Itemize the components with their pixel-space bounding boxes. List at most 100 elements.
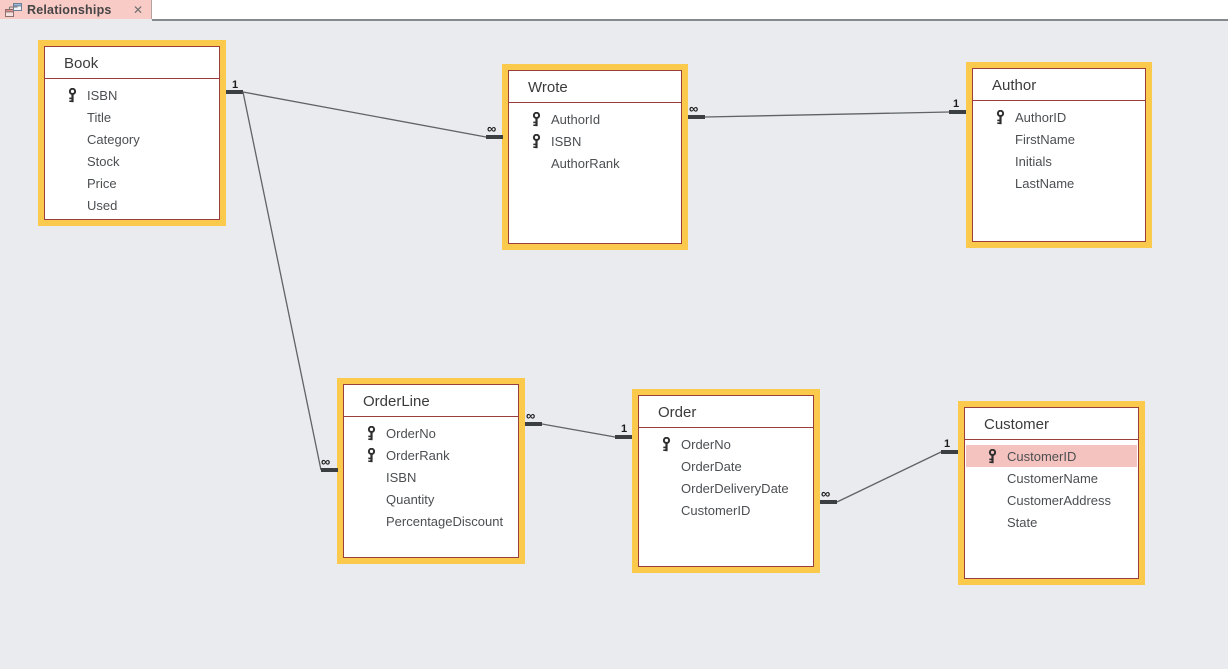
key-icon-spacer	[660, 481, 672, 496]
key-icon-spacer	[66, 132, 78, 147]
field-row-percentagediscount[interactable]: PercentageDiscount	[344, 510, 518, 532]
field-label: Stock	[87, 153, 120, 169]
field-label: Title	[87, 109, 112, 125]
field-row-quantity[interactable]: Quantity	[344, 488, 518, 510]
field-label: ISBN	[386, 469, 417, 485]
field-label: AuthorRank	[551, 155, 620, 171]
field-row-orderno[interactable]: OrderNo	[344, 422, 518, 444]
primary-key-icon	[66, 87, 78, 103]
field-row-orderno[interactable]: OrderNo	[639, 433, 813, 455]
field-row-customeraddress[interactable]: CustomerAddress	[965, 489, 1138, 511]
key-icon-spacer	[66, 154, 78, 169]
field-label: Quantity	[386, 491, 435, 507]
field-row-orderrank[interactable]: OrderRank	[344, 444, 518, 466]
field-row-initials[interactable]: Initials	[973, 150, 1145, 172]
key-icon-spacer	[66, 110, 78, 125]
document-tab-bar: Relationships ✕	[0, 0, 1228, 21]
table-title-customer: Customer	[965, 408, 1138, 440]
key-icon-spacer	[660, 503, 672, 518]
field-row-lastname[interactable]: LastName	[973, 172, 1145, 194]
field-label: CustomerID	[1007, 448, 1077, 464]
tab-bar-divider	[152, 19, 1228, 21]
primary-key-icon	[660, 436, 672, 452]
primary-key-icon	[530, 111, 542, 127]
key-icon-spacer	[66, 198, 78, 213]
key-icon-spacer	[994, 176, 1006, 191]
field-label: AuthorId	[551, 111, 601, 127]
field-label: Price	[87, 175, 117, 191]
field-label: Used	[87, 197, 118, 213]
table-title-wrote: Wrote	[509, 71, 681, 103]
field-row-authorid[interactable]: AuthorId	[509, 108, 681, 130]
field-label: Category	[87, 131, 140, 147]
field-row-state[interactable]: State	[965, 511, 1138, 533]
field-row-used[interactable]: Used	[45, 194, 219, 216]
field-label: PercentageDiscount	[386, 513, 504, 529]
key-icon-spacer	[365, 492, 377, 507]
field-row-authorrank[interactable]: AuthorRank	[509, 152, 681, 174]
tab-label: Relationships	[27, 2, 112, 17]
field-label: State	[1007, 514, 1038, 530]
key-icon-spacer	[365, 514, 377, 529]
field-row-authorid[interactable]: AuthorID	[973, 106, 1145, 128]
tab-relationships[interactable]: Relationships ✕	[0, 0, 152, 19]
field-row-firstname[interactable]: FirstName	[973, 128, 1145, 150]
field-label: OrderNo	[386, 425, 436, 441]
primary-key-icon	[986, 448, 998, 464]
field-label: ISBN	[87, 87, 118, 103]
field-label: FirstName	[1015, 131, 1075, 147]
field-row-category[interactable]: Category	[45, 128, 219, 150]
field-label: OrderDate	[681, 458, 742, 474]
field-label: Initials	[1015, 153, 1052, 169]
primary-key-icon	[994, 109, 1006, 125]
field-row-orderdeliverydate[interactable]: OrderDeliveryDate	[639, 477, 813, 499]
field-row-isbn[interactable]: ISBN	[45, 84, 219, 106]
key-icon-spacer	[530, 156, 542, 171]
table-title-author: Author	[973, 69, 1145, 101]
field-label: ISBN	[551, 133, 582, 149]
field-row-orderdate[interactable]: OrderDate	[639, 455, 813, 477]
field-label: CustomerAddress	[1007, 492, 1112, 508]
field-row-stock[interactable]: Stock	[45, 150, 219, 172]
field-row-customername[interactable]: CustomerName	[965, 467, 1138, 489]
key-icon-spacer	[994, 132, 1006, 147]
key-icon-spacer	[986, 493, 998, 508]
field-row-customerid[interactable]: CustomerID	[639, 499, 813, 521]
key-icon-spacer	[994, 154, 1006, 169]
table-title-order: Order	[639, 396, 813, 428]
tab-close-icon[interactable]: ✕	[132, 2, 143, 17]
key-icon-spacer	[986, 471, 998, 486]
primary-key-icon	[365, 425, 377, 441]
key-icon-spacer	[986, 515, 998, 530]
primary-key-icon	[530, 133, 542, 149]
field-label: OrderRank	[386, 447, 450, 463]
field-label: LastName	[1015, 175, 1075, 191]
field-label: OrderNo	[681, 436, 731, 452]
field-row-price[interactable]: Price	[45, 172, 219, 194]
field-row-isbn[interactable]: ISBN	[344, 466, 518, 488]
table-title-book: Book	[45, 47, 219, 79]
field-row-title[interactable]: Title	[45, 106, 219, 128]
relationships-icon	[5, 2, 22, 17]
field-label: CustomerID	[681, 502, 751, 518]
field-label: AuthorID	[1015, 109, 1067, 125]
primary-key-icon	[365, 447, 377, 463]
field-row-isbn[interactable]: ISBN	[509, 130, 681, 152]
field-row-customerid[interactable]: CustomerID	[966, 445, 1137, 467]
